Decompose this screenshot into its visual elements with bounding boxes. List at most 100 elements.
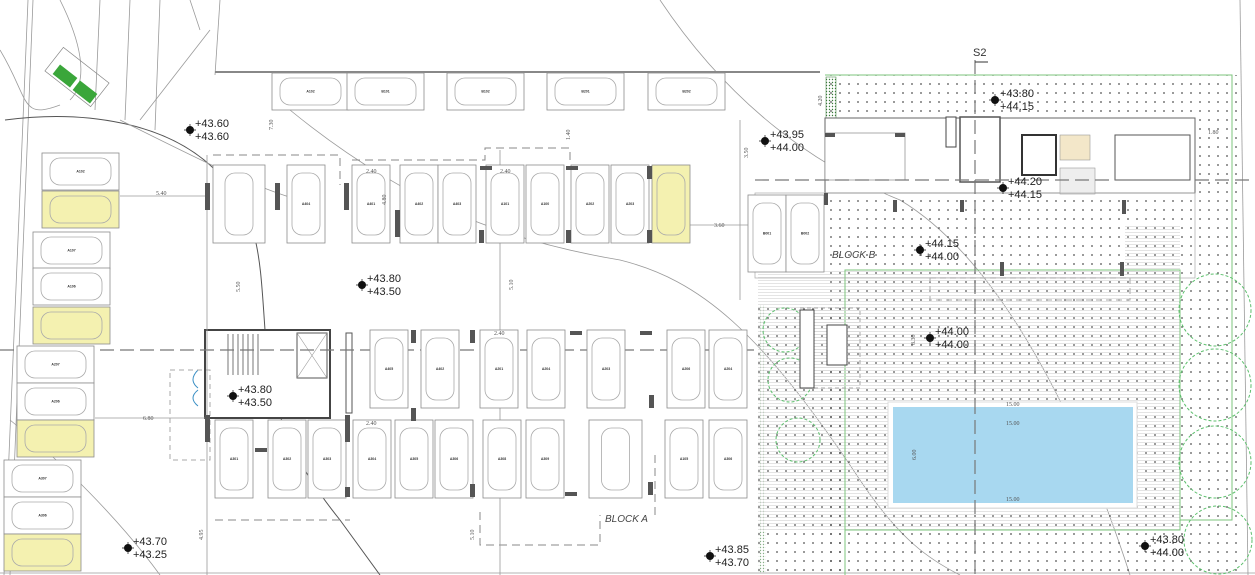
car-icon <box>357 427 387 491</box>
car-icon <box>575 172 605 236</box>
parking-slot-highlighted <box>41 190 120 229</box>
car-icon <box>49 195 112 224</box>
parking-slot-label: A107 <box>67 249 75 253</box>
parking-slot: A306 <box>434 419 474 499</box>
parking-slot: B201 <box>546 72 625 111</box>
car-icon <box>713 337 743 401</box>
parking-slot-label: A401 <box>367 202 375 206</box>
parking-slot: A204 <box>526 329 566 409</box>
level-marker: +44.20+44.15 <box>997 176 1042 201</box>
parking-slot-label: A309 <box>541 457 549 461</box>
car-icon <box>713 427 743 491</box>
car-icon <box>439 427 469 491</box>
level-marker: +43.80+43.50 <box>356 273 401 298</box>
parking-slot: A306 <box>3 496 82 535</box>
car-icon <box>656 172 686 236</box>
structural-columns <box>205 133 1126 497</box>
dimension-label: 8.30 <box>911 335 917 346</box>
dimension-label: 5.40 <box>156 191 167 197</box>
dimension-label: 4.20 <box>818 96 824 107</box>
parking-slot-label: B001 <box>763 232 771 236</box>
level-marker: +43.85+43.70 <box>704 544 749 569</box>
car-icon <box>224 172 254 236</box>
level-marker: +43.95+44.00 <box>759 129 804 154</box>
level-top: +43.80 <box>1000 88 1034 100</box>
dimension-label: 5.10 <box>470 530 476 541</box>
parking-slot-label: A202 <box>586 202 594 206</box>
parking-slot: B101 <box>346 72 425 111</box>
parking-slot-label: B002 <box>801 232 809 236</box>
parking-slot: A301 <box>214 419 254 499</box>
car-icon <box>219 427 249 491</box>
parking-slot-label: A306 <box>38 514 46 518</box>
level-bottom: +43.50 <box>367 286 401 298</box>
parking-slot-label: B201 <box>581 90 589 94</box>
parking-slot-label: A306 <box>450 457 458 461</box>
parking-slot: A403 <box>437 164 477 244</box>
parking-slot: A402 <box>420 329 460 409</box>
parking-slot-highlighted <box>651 164 691 244</box>
parking-slot-highlighted <box>32 306 111 345</box>
dimension-label: 5.50 <box>236 282 242 293</box>
parking-slot-label: A402 <box>436 367 444 371</box>
car-icon <box>49 157 112 186</box>
parking-slot-label: A405 <box>385 367 393 371</box>
parking-slot <box>588 419 643 499</box>
level-top: +44.00 <box>935 326 969 338</box>
level-top: +43.80 <box>238 384 272 396</box>
parking-slot: B001 <box>747 194 787 273</box>
parking-slot: A100 <box>525 164 565 244</box>
car-icon <box>11 464 74 493</box>
level-marker: +43.80+43.50 <box>227 384 272 409</box>
car-icon <box>40 311 103 340</box>
car-icon <box>487 427 517 491</box>
dimension-label: 5.10 <box>509 280 515 291</box>
swimming-pool <box>887 401 1138 509</box>
car-icon <box>404 172 434 236</box>
parking-slot-label: A306 <box>724 457 732 461</box>
parking-slot: A203 <box>610 164 650 244</box>
planter <box>44 46 110 108</box>
level-marker: +44.00+44.00 <box>924 326 969 351</box>
parking-slot-label: A101 <box>501 202 509 206</box>
car-icon <box>554 77 617 106</box>
parking-slot-label: A204 <box>724 367 732 371</box>
parking-slot: A203 <box>586 329 626 409</box>
level-bottom: +44.00 <box>935 339 969 351</box>
car-icon <box>11 501 74 530</box>
level-marker: +43.70+43.25 <box>122 536 167 561</box>
dimension-label: 15.00 <box>1006 421 1020 427</box>
dimension-label: 7.30 <box>269 120 275 131</box>
parking-slot: A102 <box>271 72 350 111</box>
car-icon <box>655 77 718 106</box>
level-top: +43.80 <box>367 273 401 285</box>
car-icon <box>356 172 386 236</box>
parking-slot-highlighted <box>3 533 82 572</box>
parking-slot-label: A302 <box>283 457 291 461</box>
parking-slot-label: A305 <box>410 457 418 461</box>
parking-slot-label: B101 <box>381 90 389 94</box>
parking-slot: A204 <box>708 329 748 409</box>
car-icon <box>272 427 302 491</box>
parking-slot-label: A404 <box>302 202 310 206</box>
car-icon <box>484 337 514 401</box>
parking-slot-label: A206 <box>682 367 690 371</box>
level-marker: +43.60+43.60 <box>184 118 229 143</box>
dimension-label: 4.80 <box>382 195 388 206</box>
level-top: +43.70 <box>133 536 167 548</box>
level-top: +43.95 <box>770 129 804 141</box>
car-icon <box>312 427 342 491</box>
parking-slot-label: A203 <box>602 367 610 371</box>
dimension-label: 2.40 <box>366 169 377 175</box>
block-a-stair-core <box>169 329 353 461</box>
parking-slot: A302 <box>267 419 307 499</box>
dimension-label: 2.40 <box>366 421 377 427</box>
parking-slot-label: B102 <box>481 90 489 94</box>
dimension-label: 4.95 <box>199 530 205 541</box>
car-icon <box>279 77 342 106</box>
parking-slot-label: A402 <box>415 202 423 206</box>
level-bottom: +43.25 <box>133 549 167 561</box>
parking-slot-label: A102 <box>306 90 314 94</box>
parking-slot-label: A308 <box>498 457 506 461</box>
